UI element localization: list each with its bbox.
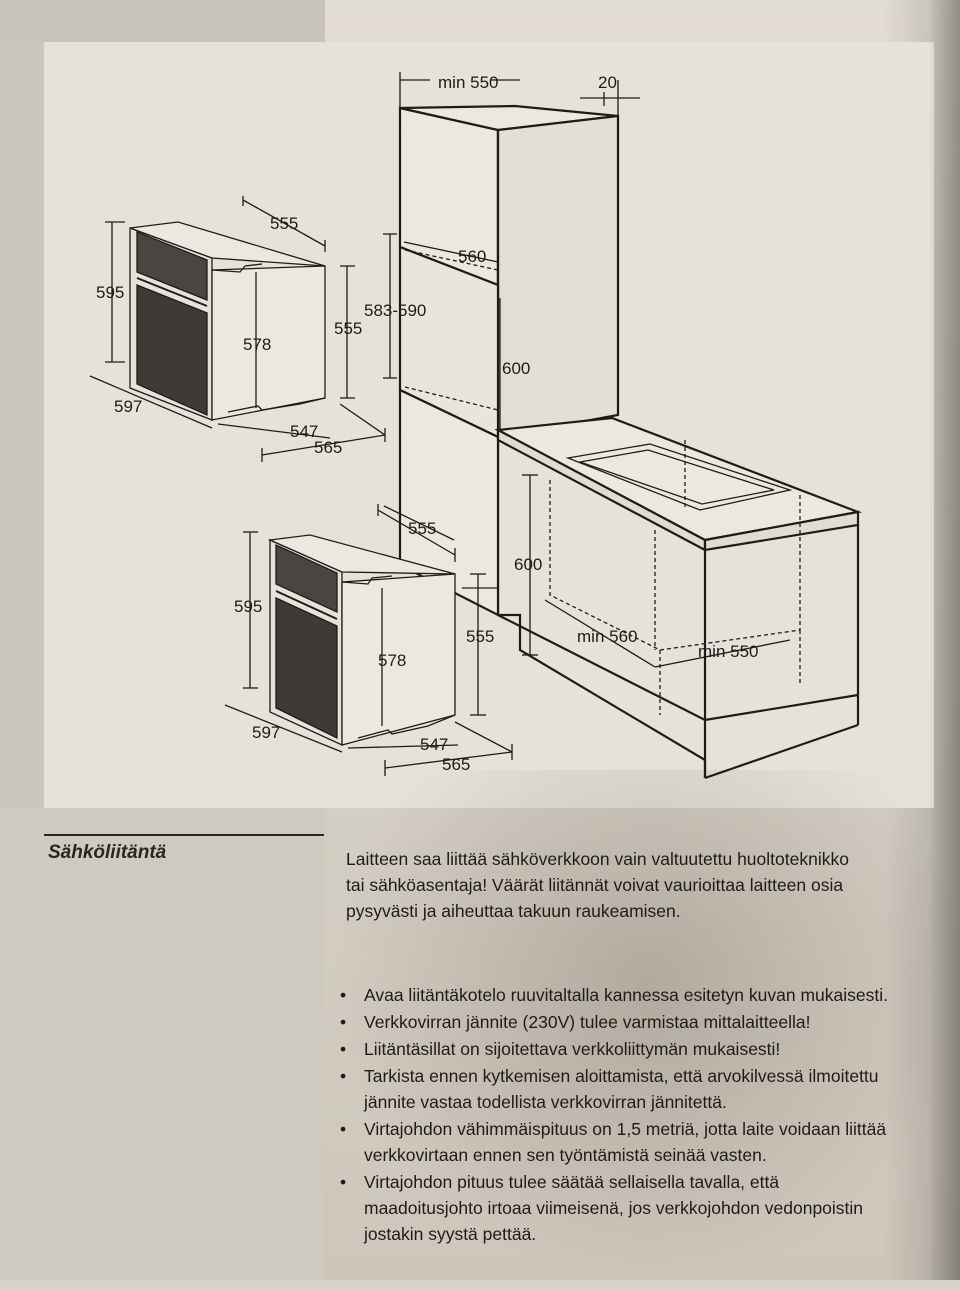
- oven-top-width-label: 555: [270, 214, 298, 233]
- counter-min-width-label: min 550: [698, 642, 758, 661]
- bullet-glyph: •: [340, 1066, 347, 1086]
- list-item: • Tarkista ennen kytkemisen aloittamista,…: [340, 1063, 900, 1115]
- oven-bottom-inner-height-label: 578: [378, 651, 406, 670]
- oven-top-front-width-label: 597: [114, 397, 142, 416]
- cabinet-min-width-label: min 550: [438, 73, 498, 92]
- bullet-glyph: •: [340, 1172, 347, 1192]
- top-band: [0, 0, 325, 42]
- niche-height-range-label: 583-590: [364, 301, 426, 320]
- list-item: • Virtajohdon vähimmäispituus on 1,5 metr…: [340, 1116, 900, 1168]
- bullet-glyph: •: [340, 985, 347, 1005]
- oven-bottom-height-label: 595: [234, 597, 262, 616]
- oven-bottom-drawing: [224, 504, 513, 776]
- photo-shadow: [330, 770, 960, 1290]
- list-item-text: Virtajohdon vähimmäispituus on 1,5 metri…: [364, 1119, 887, 1165]
- list-item: • Avaa liitäntäkotelo ruuvitaltalla kanne…: [340, 982, 900, 1008]
- list-item: • Virtajohdon pituus tulee säätää sellais…: [340, 1169, 900, 1247]
- intro-paragraph: Laitteen saa liittää sähköverkkoon vain …: [346, 849, 849, 921]
- niche-depth-label: 560: [458, 247, 486, 266]
- bullet-glyph: •: [340, 1039, 347, 1059]
- list-item-text: Tarkista ennen kytkemisen aloittamista, …: [364, 1066, 879, 1112]
- section-divider: [44, 834, 324, 836]
- section-heading: Sähköliitäntä: [48, 842, 167, 863]
- list-item: • Verkkovirran jännite (230V) tulee varmi…: [340, 1009, 900, 1035]
- list-item-text: Verkkovirran jännite (230V) tulee varmis…: [364, 1012, 811, 1032]
- bullet-glyph: •: [340, 1012, 347, 1032]
- oven-top-height-label: 595: [96, 283, 124, 302]
- page-edge: [930, 0, 960, 1280]
- bullet-glyph: •: [340, 1119, 347, 1139]
- counter-height-label: 600: [514, 555, 542, 574]
- list-item-text: Liitäntäsillat on sijoitettava verkkolii…: [364, 1039, 781, 1059]
- oven-top-depth-label: 547: [290, 422, 318, 441]
- cabinet-gap-label: 20: [598, 73, 617, 92]
- oven-top-inner-height-label: 578: [243, 335, 271, 354]
- instruction-list: • Avaa liitäntäkotelo ruuvitaltalla kanne…: [340, 982, 900, 1248]
- list-item-text: Avaa liitäntäkotelo ruuvitaltalla kannes…: [364, 985, 888, 1005]
- oven-top-drawing: [89, 196, 386, 462]
- installation-diagram: 555 595 597 578 555 547 565 min 550 20 5…: [89, 72, 863, 780]
- niche-height-label: 600: [502, 359, 530, 378]
- tall-cabinet-drawing: [383, 72, 640, 617]
- counter-drawing: [462, 416, 863, 780]
- left-lower-panel: [0, 808, 325, 1280]
- oven-top-total-depth-label: 565: [314, 438, 342, 457]
- oven-bottom-depth-label: 547: [420, 735, 448, 754]
- left-margin: [0, 42, 44, 842]
- oven-bottom-depth-height-label: 555: [466, 627, 494, 646]
- cabinet-lower-depth-label: 555: [408, 519, 436, 538]
- list-item: • Liitäntäsillat on sijoitettava verkkoli…: [340, 1036, 900, 1062]
- oven-bottom-front-width-label: 597: [252, 723, 280, 742]
- oven-bottom-total-depth-label: 565: [442, 755, 470, 774]
- counter-min-depth-label: min 560: [577, 627, 637, 646]
- oven-top-depth-height-label: 555: [334, 319, 362, 338]
- list-item-text: Virtajohdon pituus tulee säätää sellaise…: [364, 1172, 864, 1244]
